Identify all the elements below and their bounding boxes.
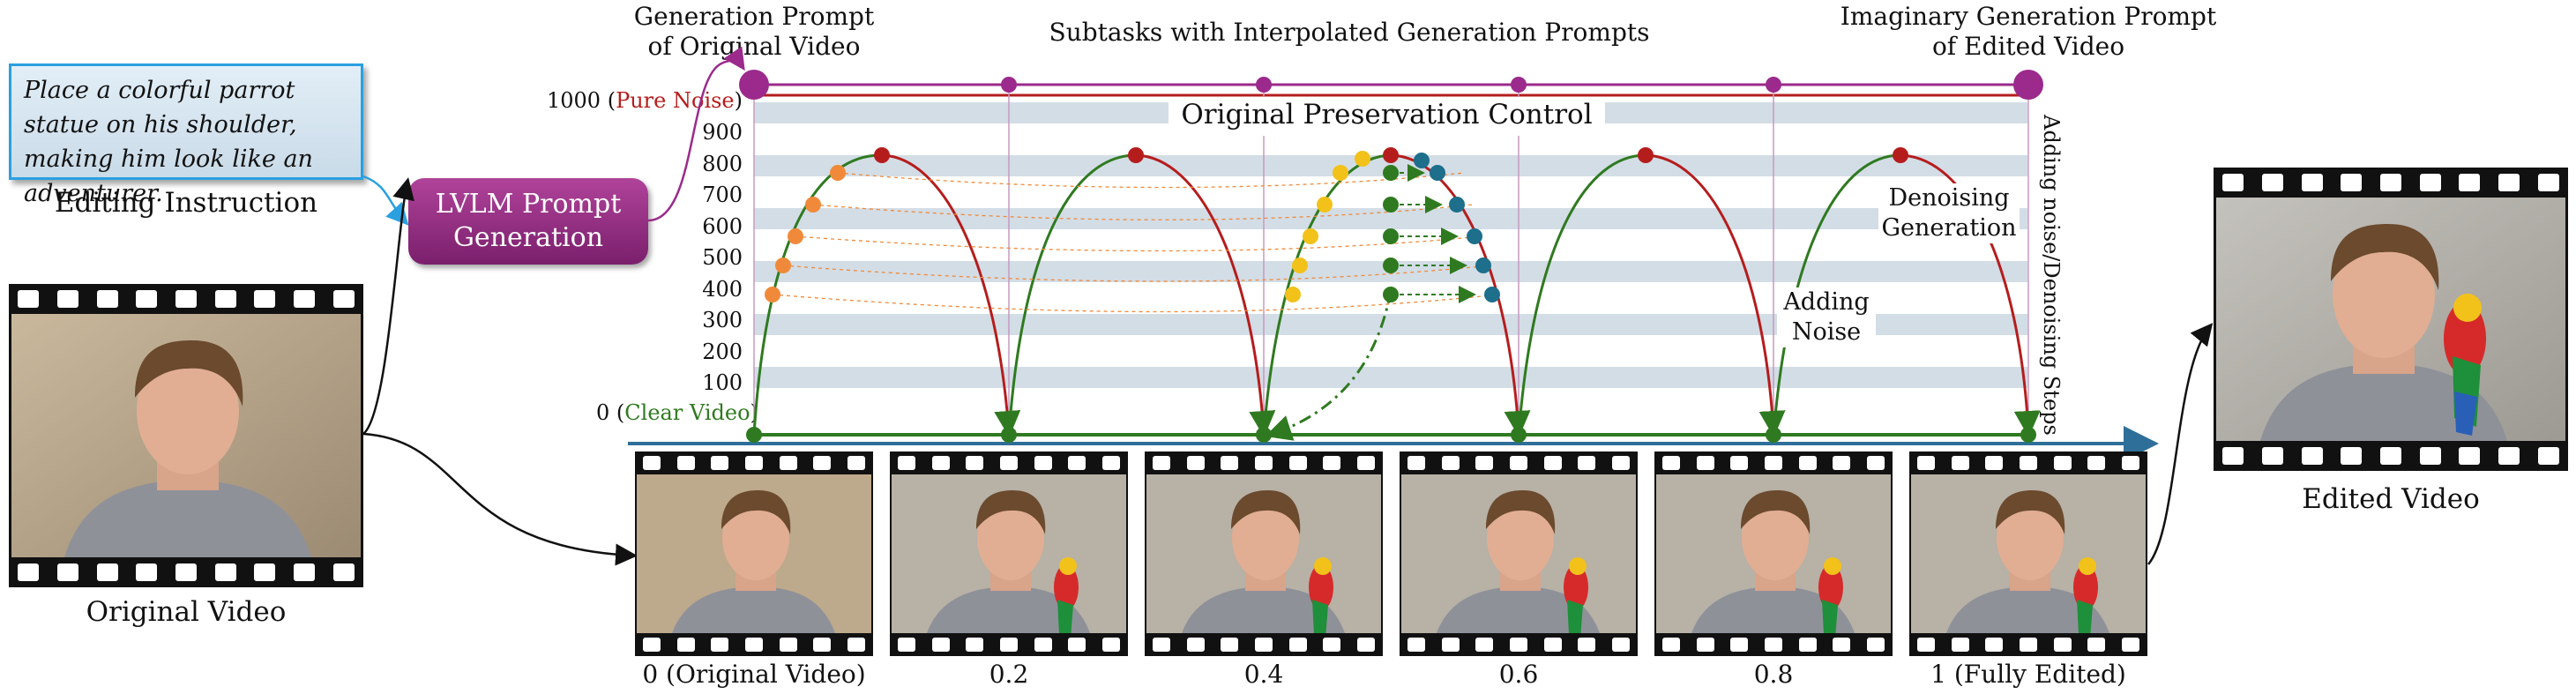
subtask-dots xyxy=(1285,151,1500,303)
lvlm-prompt-generation-box: LVLM Prompt Generation xyxy=(408,178,648,265)
original-video-caption: Original Video xyxy=(86,596,287,628)
interpolation-frame xyxy=(1400,451,1638,656)
editing-instruction-caption: Editing Instruction xyxy=(54,187,318,219)
interpolation-frame xyxy=(1909,451,2147,656)
y-tick-label: 300 xyxy=(702,308,743,332)
preservation-guides xyxy=(772,172,1500,313)
interpolation-frame xyxy=(1145,451,1383,656)
label-interpolated-prompts: Subtasks with Interpolated Generation Pr… xyxy=(1049,18,1650,47)
label-imaginary-prompt: Imaginary Generation Prompt of Edited Vi… xyxy=(1840,2,2217,61)
edited-video-frame xyxy=(2216,198,2565,441)
editing-instruction-box: Place a colorful parrot statue on his sh… xyxy=(9,63,363,207)
interpolation-label: 1 (Fully Edited) xyxy=(1930,660,2126,689)
interpolation-label: 0.2 xyxy=(989,660,1029,689)
interpolation-frame xyxy=(890,451,1128,656)
y-tick-label: 400 xyxy=(702,276,743,302)
flow-arrows xyxy=(362,46,2214,566)
prompt-dots xyxy=(739,70,2043,100)
editing-instruction-text: Place a colorful parrot statue on his sh… xyxy=(24,77,313,207)
step-stripes xyxy=(754,102,2027,388)
base-dots xyxy=(746,427,2036,443)
interpolation-label: 0.8 xyxy=(1753,660,1794,689)
y-bottom-note: Clear Video xyxy=(624,400,750,425)
y-top-note: Pure Noise xyxy=(616,88,735,113)
edited-video-filmstrip xyxy=(2214,168,2568,471)
original-video-frame xyxy=(11,314,361,557)
left-noise-dots xyxy=(765,165,846,302)
denoising-generation-label: Denoising Generation xyxy=(1878,183,2020,243)
interpolation-frame xyxy=(635,451,873,656)
y-tick-label: 600 xyxy=(702,213,743,239)
original-video-filmstrip xyxy=(9,284,363,587)
adding-noise-label: Adding Noise xyxy=(1777,287,1876,347)
y-tick-label: 800 xyxy=(702,151,743,176)
y-top-value: 1000 xyxy=(547,88,601,113)
peak-dots xyxy=(874,147,1908,163)
y-tick-label: 500 xyxy=(702,245,743,270)
edited-video-caption: Edited Video xyxy=(2302,483,2480,515)
y-axis-side-label: Adding noise/Denoising Steps xyxy=(2039,115,2064,436)
interpolation-label: 0.4 xyxy=(1243,660,1284,689)
y-axis-top-label: 1000 (Pure Noise) xyxy=(547,88,743,113)
y-tick-label: 200 xyxy=(702,339,743,364)
y-tick-label: 700 xyxy=(702,183,743,207)
interpolation-frame xyxy=(1654,451,1893,656)
original-preservation-control-label: Original Preservation Control xyxy=(1181,99,1593,131)
y-tick-label: 100 xyxy=(702,370,743,395)
y-tick-label: 900 xyxy=(702,120,743,145)
interpolation-label: 0.6 xyxy=(1498,660,1539,689)
guide-lines xyxy=(753,85,2029,435)
interpolation-label: 0 (Original Video) xyxy=(642,660,866,689)
y-bottom-value: 0 xyxy=(596,400,610,425)
band-bg xyxy=(1169,97,1605,136)
